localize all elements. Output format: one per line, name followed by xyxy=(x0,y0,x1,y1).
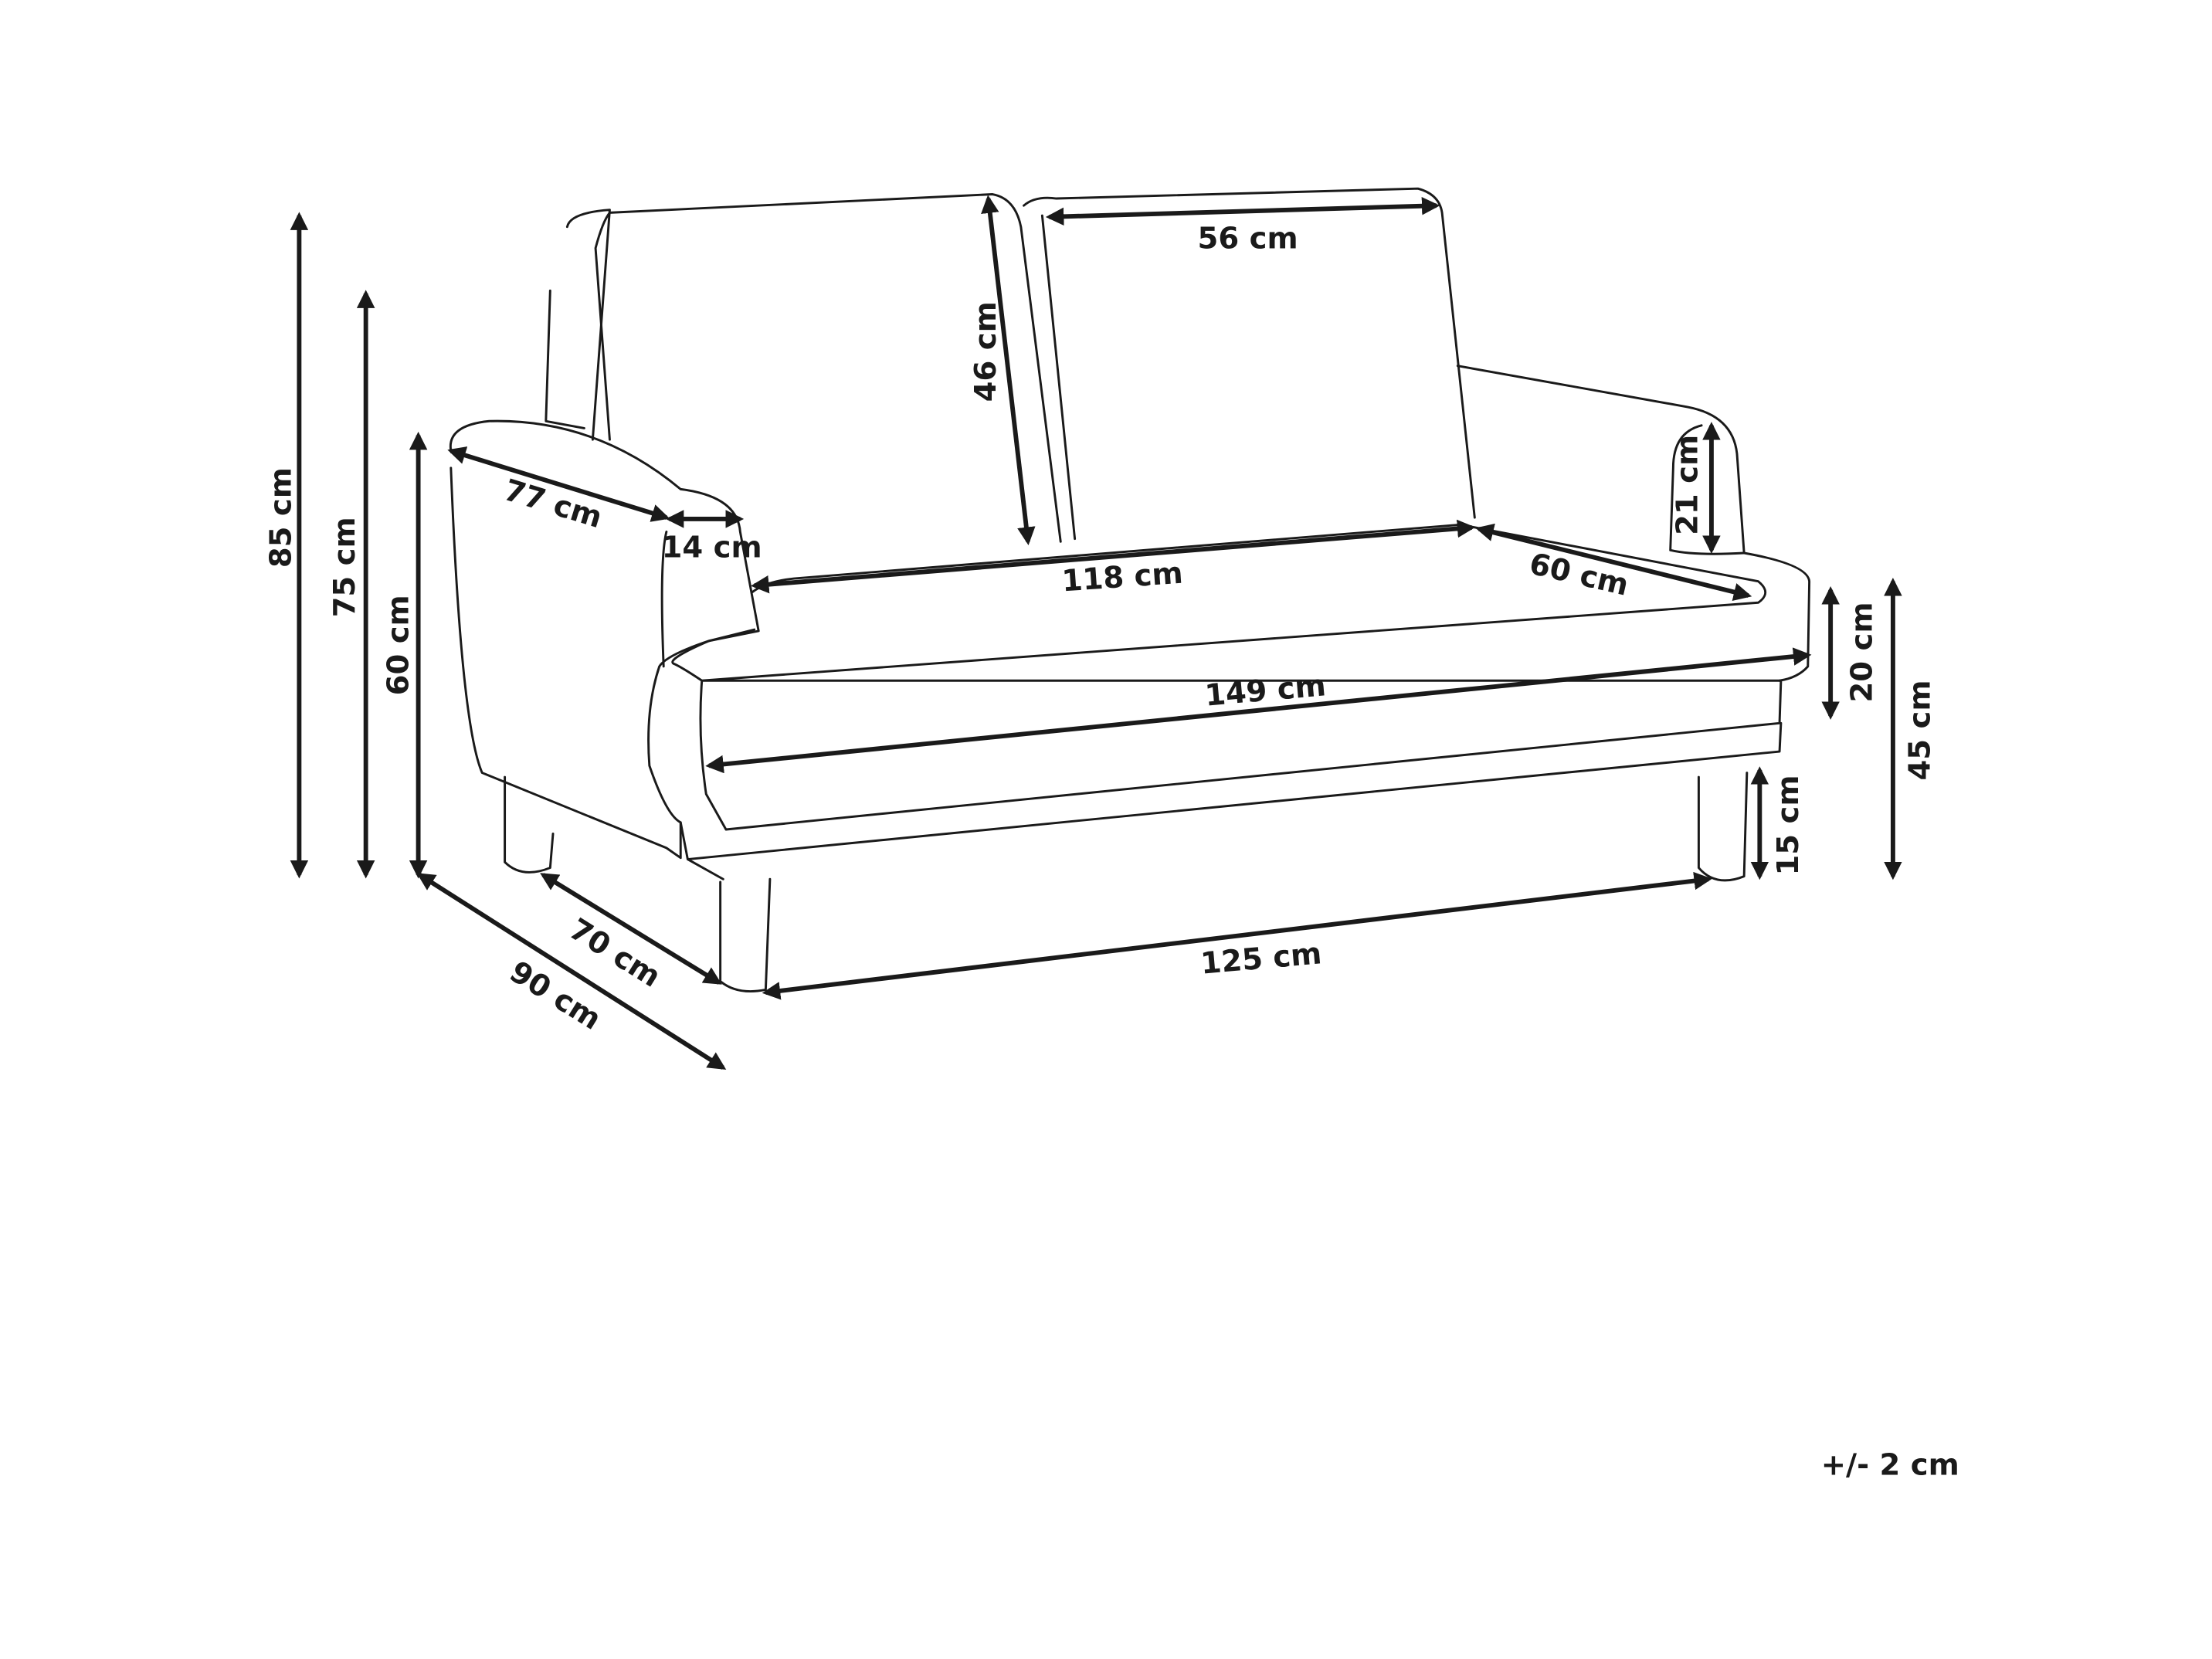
label-total-height: 85 cm xyxy=(263,467,298,568)
label-total-depth: 90 cm xyxy=(504,955,607,1037)
label-armrest-height: 60 cm xyxy=(382,595,416,695)
label-armrest-width: 14 cm xyxy=(662,531,762,565)
label-seat-width: 118 cm xyxy=(1060,556,1184,599)
label-armrest-above-seat: 21 cm xyxy=(1671,435,1705,535)
dimension-lines xyxy=(290,195,1902,1070)
label-back-cushion-width: 56 cm xyxy=(1198,221,1298,256)
label-leg-height: 15 cm xyxy=(1771,775,1806,875)
tolerance-note: +/- 2 cm xyxy=(1821,1447,1959,1482)
leg-front-right xyxy=(1697,772,1749,882)
label-leg-span: 125 cm xyxy=(1199,936,1323,982)
left-armrest xyxy=(449,419,760,860)
label-inner-depth: 70 cm xyxy=(563,912,667,995)
leg-front-left xyxy=(719,877,772,992)
label-back-height: 75 cm xyxy=(327,517,362,617)
label-seat-height: 45 cm xyxy=(1903,680,1938,780)
dimension-labels: 85 cm 75 cm 60 cm 77 cm 14 cm 46 cm 56 c… xyxy=(263,221,1959,1482)
label-back-cushion-height: 46 cm xyxy=(969,301,1003,402)
label-seat-thickness: 20 cm xyxy=(1844,602,1879,702)
leg-back-left xyxy=(504,775,555,874)
